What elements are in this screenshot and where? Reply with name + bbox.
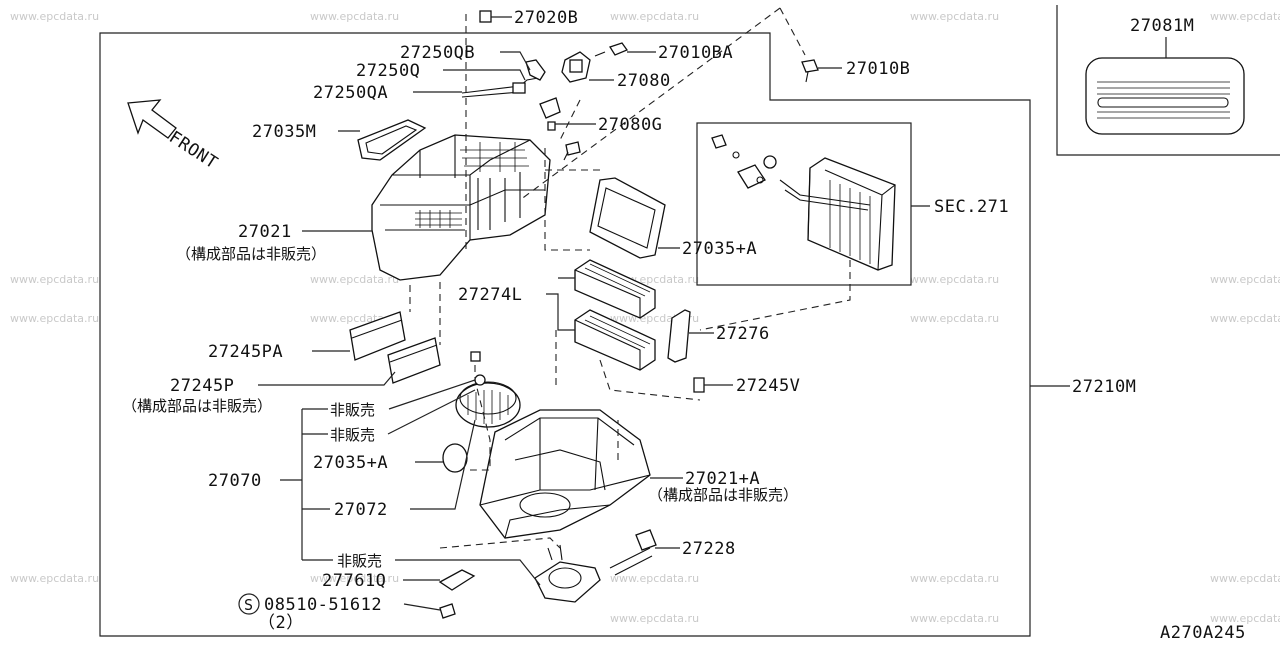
lower-case-drawing xyxy=(479,409,651,539)
label-27245P: 27245P xyxy=(170,376,234,396)
front-arrow-icon xyxy=(127,99,177,139)
label-27035M: 27035M xyxy=(252,122,316,142)
watermark: www.epcdata.ru xyxy=(910,572,999,585)
label-27020B: 27020B xyxy=(514,8,578,28)
label-27035A-low: 27035+A xyxy=(313,453,388,473)
label-27010B: 27010B xyxy=(846,59,910,79)
label-27021A-note: （構成部品は非販売） xyxy=(648,486,798,504)
inset-frame xyxy=(1056,5,1280,156)
label-27081M: 27081M xyxy=(1130,16,1194,36)
leader-dashed xyxy=(439,537,561,549)
heater-core-drawing xyxy=(711,134,896,271)
label-08510-51612: 08510-51612 xyxy=(264,595,382,615)
label-sec271: SEC.271 xyxy=(934,197,1009,217)
watermark: www.epcdata.ru xyxy=(310,572,399,585)
label-27761Q: 27761Q xyxy=(322,571,386,591)
label-27072: 27072 xyxy=(334,500,388,520)
watermark: www.epcdata.ru xyxy=(910,273,999,286)
leader-dashed xyxy=(470,365,491,471)
label-08510-qty: （2） xyxy=(258,613,304,633)
assembly-frame xyxy=(99,32,1031,637)
watermark: www.epcdata.ru xyxy=(310,273,399,286)
standard-part-symbol-icon: S xyxy=(238,593,260,615)
watermark: www.epcdata.ru xyxy=(610,10,699,23)
leader-dashed xyxy=(544,148,590,251)
label-not-sold-3: 非販売 xyxy=(337,552,382,570)
leader-dashed xyxy=(599,359,701,401)
standard-part-symbol: S xyxy=(244,596,253,614)
label-not-sold-2: 非販売 xyxy=(330,426,375,444)
watermark: www.epcdata.ru xyxy=(910,312,999,325)
sec271-box xyxy=(696,122,912,286)
watermark: www.epcdata.ru xyxy=(10,10,99,23)
label-27245V: 27245V xyxy=(736,376,800,396)
label-27250Q: 27250Q xyxy=(356,61,420,81)
label-27245PA: 27245PA xyxy=(208,342,283,362)
watermark: www.epcdata.ru xyxy=(10,572,99,585)
label-27035A-top: 27035+A xyxy=(682,239,757,259)
clip-drawing xyxy=(693,377,705,393)
blower-fan-drawing xyxy=(455,351,521,428)
front-label: FRONT xyxy=(165,127,221,173)
watermark: www.epcdata.ru xyxy=(310,10,399,23)
label-not-sold-1: 非販売 xyxy=(330,401,375,419)
leader-dashed xyxy=(519,7,781,201)
upper-housing-drawing xyxy=(357,119,551,281)
watermark: www.epcdata.ru xyxy=(1210,572,1280,585)
label-27250QB: 27250QB xyxy=(400,43,475,63)
filter-cover-drawing xyxy=(667,309,691,363)
watermark: www.epcdata.ru xyxy=(1210,312,1280,325)
watermark: www.epcdata.ru xyxy=(610,572,699,585)
label-27021: 27021 xyxy=(238,222,292,242)
label-27245P-note: （構成部品は非販売） xyxy=(122,397,272,415)
filter-frame-drawing xyxy=(589,177,666,259)
label-27080: 27080 xyxy=(617,71,671,91)
diagram-code: A270A245 xyxy=(1160,623,1246,640)
seal-drawing xyxy=(442,443,468,473)
label-27250QA: 27250QA xyxy=(313,83,388,103)
label-27021-note: （構成部品は非販売） xyxy=(176,245,326,263)
label-27276: 27276 xyxy=(716,324,770,344)
label-27021A: 27021+A xyxy=(685,469,760,489)
label-27274L: 27274L xyxy=(458,285,522,305)
watermark: www.epcdata.ru xyxy=(10,273,99,286)
motor-drawing xyxy=(438,529,657,619)
leader-dashed xyxy=(699,260,851,331)
door-drawing xyxy=(349,311,441,384)
label-27070: 27070 xyxy=(208,471,262,491)
filter-notice-card-drawing xyxy=(1085,57,1245,135)
watermark-layer: www.epcdata.ru www.epcdata.ru www.epcdat… xyxy=(10,10,1280,625)
watermark: www.epcdata.ru xyxy=(610,612,699,625)
watermark: www.epcdata.ru xyxy=(1210,10,1280,23)
leader-dashed xyxy=(555,330,619,460)
label-27010BA: 27010BA xyxy=(658,43,733,63)
label-27210M: 27210M xyxy=(1072,377,1136,397)
label-27080G: 27080G xyxy=(598,115,662,135)
watermark: www.epcdata.ru xyxy=(1210,612,1280,625)
watermark: www.epcdata.ru xyxy=(1210,273,1280,286)
watermark: www.epcdata.ru xyxy=(10,312,99,325)
top-clips-drawing xyxy=(461,10,819,161)
leader-dashed xyxy=(559,99,581,141)
leader-lines xyxy=(258,16,1167,611)
label-27228: 27228 xyxy=(682,539,736,559)
watermark: www.epcdata.ru xyxy=(910,612,999,625)
part-labels: 27020B 27250QB 27250Q 27250QA 27010BA 27… xyxy=(122,8,1246,643)
filter-elements-drawing xyxy=(574,259,656,371)
leader-dashed xyxy=(779,7,806,56)
watermark: www.epcdata.ru xyxy=(910,10,999,23)
